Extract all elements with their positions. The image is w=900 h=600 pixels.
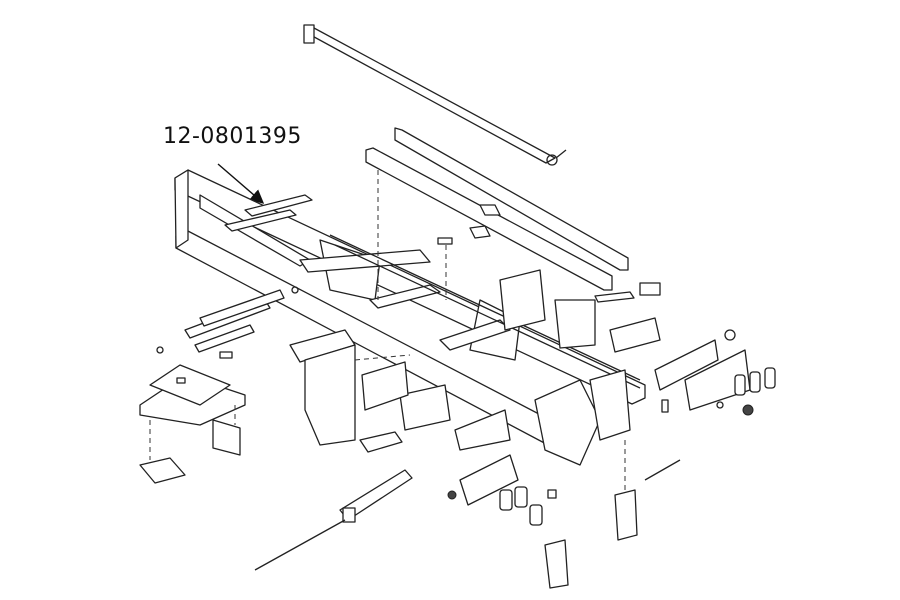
rear-plates: [594, 282, 776, 481]
rear-assembly: [399, 269, 661, 466]
mounting-brackets: [289, 329, 411, 453]
cross-rod: [303, 24, 567, 166]
side-channels: [365, 127, 629, 291]
bumper-bracket: [139, 364, 246, 484]
main-frame: [174, 169, 646, 447]
leader-arrow: [217, 163, 265, 204]
part-number-label: 12-0801395: [163, 124, 302, 149]
lower-parts: [254, 440, 638, 589]
shock-absorbers: [156, 286, 299, 359]
